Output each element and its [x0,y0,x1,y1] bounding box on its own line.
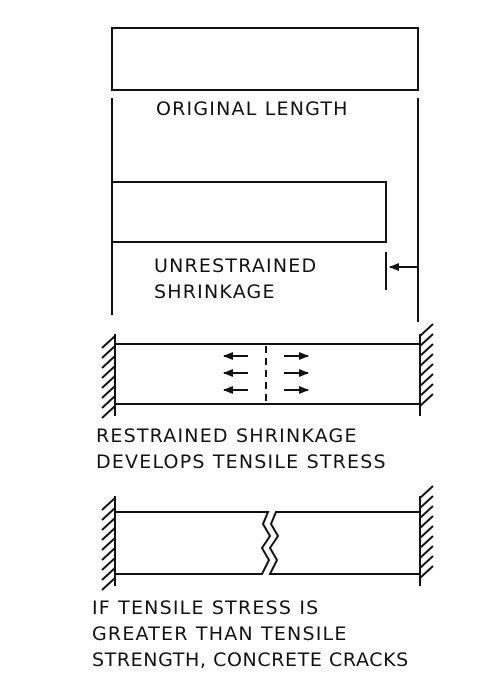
right-wall-hatch [419,323,434,407]
crack-label-line2: GREATER THAN TENSILE [92,623,348,645]
unrestrained-label-line2: SHRINKAGE [154,281,276,303]
cracked-left-wall-hatch [101,497,116,591]
left-wall-hatch [101,335,116,419]
original-length-bar [111,27,419,91]
cracked-right-wall-hatch [419,485,434,579]
tensile-stress-arrows [223,352,309,394]
crack-label-line3: STRENGTH, CONCRETE CRACKS [92,649,409,671]
unrestrained-bar [111,181,387,243]
restrained-label-line2: DEVELOPS TENSILE STRESS [96,451,387,473]
unrestrained-label-line1: UNRESTRAINED [154,255,318,277]
original-length-label: ORIGINAL LENGTH [156,98,349,120]
crack-label-line1: IF TENSILE STRESS IS [92,597,320,619]
cracked-left-piece [115,511,272,575]
cracked-right-piece [268,511,420,575]
restrained-label-line1: RESTRAINED SHRINKAGE [96,425,358,447]
